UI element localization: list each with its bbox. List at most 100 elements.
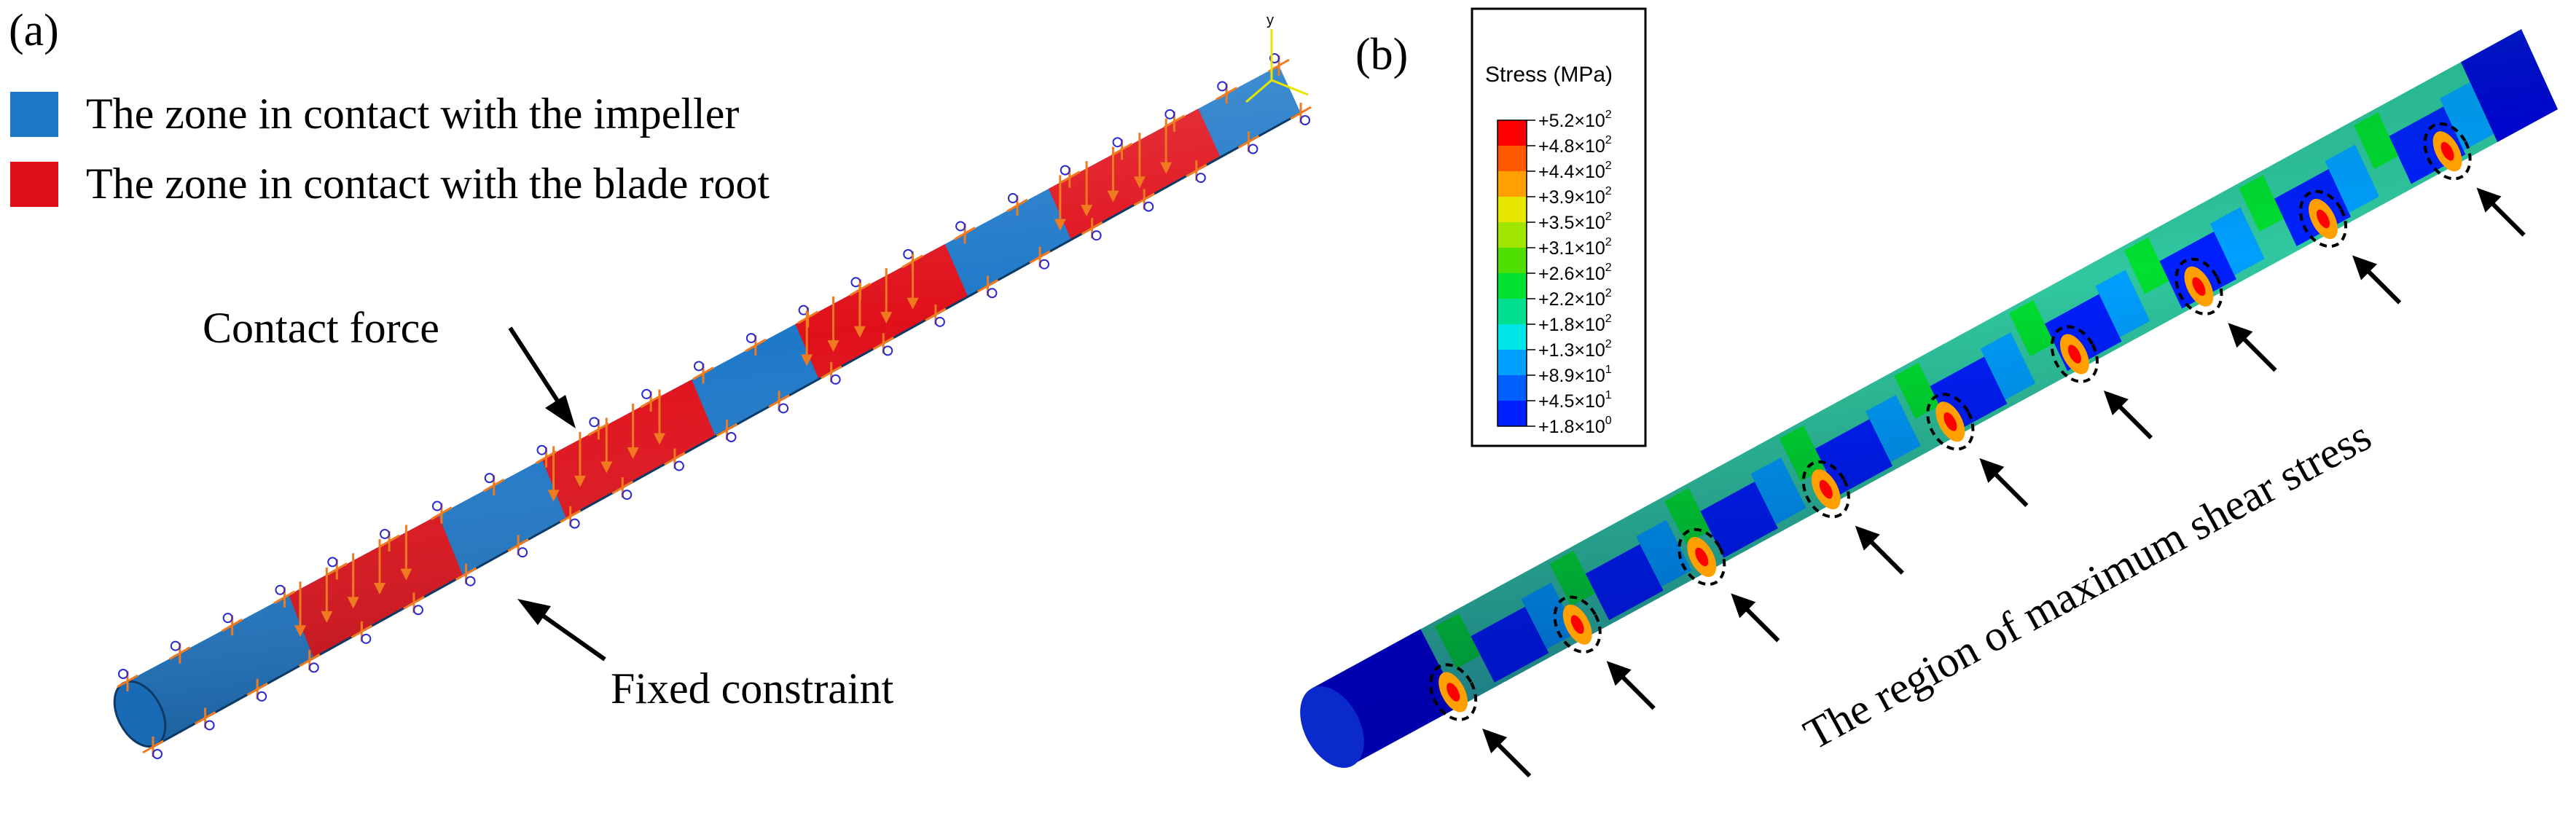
constraint-symbol [1111,137,1133,160]
contact-force-arrowhead-small [853,326,866,338]
hotspot [2050,325,2099,383]
colorbar-tick-exponent: 2 [1605,313,1612,325]
contact-force-arrowhead-small [374,582,386,595]
colorbar-tick-label: +3.9×102 [1538,185,1612,208]
contact-force-arrowhead-small [347,597,359,609]
shear-arrowhead [1855,525,1880,551]
constraint-symbol [1081,218,1103,241]
shear-arrowhead [1606,661,1632,686]
shaft-model-b [1300,29,2558,778]
colorbar-tick-label: +1.8×100 [1538,415,1612,437]
shaft-model-a: y [113,12,1312,759]
constraint-symbol [745,333,767,356]
colorbar-segment [1498,299,1527,325]
constraint-symbol [820,361,842,385]
constraint-symbol [326,557,348,580]
constraint-symbol [1133,189,1155,212]
contact-force-arrowhead-small [827,340,839,353]
constraint-symbol [431,501,453,524]
max-stress-arrows [1482,187,2526,778]
colorbar-tick-exponent: 1 [1605,389,1612,401]
constraint-symbol [1215,81,1237,104]
hotspot [1677,527,1726,586]
shear-arrowhead [2476,187,2502,213]
constraint-symbol [1058,165,1081,188]
contact-force-arrowhead-small [1160,162,1172,174]
contact-force-arrowhead-small [400,568,412,581]
legend-text-impeller: The zone in contact with the impeller [86,90,739,138]
fixed-constraint-symbols [117,53,1312,759]
constraint-symbol [403,592,425,616]
colorbar-tick-label: +4.8×102 [1538,134,1612,157]
triad-x-axis [1271,79,1309,96]
contact-force-arrowhead-small [573,475,586,487]
colorbar-segment [1498,401,1527,427]
colorbar-segment [1498,273,1527,299]
colorbar-tick-exponent: 0 [1605,415,1612,427]
constraint-symbol [194,707,216,731]
constraint-symbol [1186,160,1207,184]
legend-swatch-blade-root [10,162,58,207]
constraint-symbol [351,621,373,644]
constraint-symbol [1006,193,1028,216]
contact-force-arrowhead-small [321,611,333,623]
constraint-symbol [169,640,191,664]
shear-arrowhead [2103,391,2129,416]
panel-a: (a) The zone in contact with the impelle… [9,6,1312,759]
contact-force-arrowhead-small [801,354,813,366]
constraint-symbol [246,678,268,702]
stress-colorbar: +5.2×102+4.8×102+4.4×102+3.9×102+3.5×102… [1497,109,1612,437]
stress-legend: Stress (MPa) +5.2×102+4.8×102+4.4×102+3.… [1471,7,1647,447]
coordinate-triad: y [1245,12,1309,103]
contact-force-arrows [294,118,1172,637]
legend-swatch-impeller [10,92,58,137]
colorbar-tick-label: +3.5×102 [1538,211,1612,233]
constraint-symbol [482,473,505,496]
colorbar-tick-label: +1.3×102 [1538,338,1612,361]
colorbar-tick-label: +1.8×102 [1538,313,1612,335]
hotspot [1429,663,1478,721]
constraint-symbol [1290,103,1312,125]
contact-force-arrowhead-small [294,625,306,637]
colorbar-tick-exponent: 2 [1605,338,1612,350]
constraint-symbol [117,669,138,691]
shear-arrowhead [1731,593,1756,619]
colorbar-segment [1498,248,1527,274]
colorbar-tick-label: +4.5×101 [1538,389,1612,412]
contact-force-label: Contact force [203,304,439,352]
constraint-symbol [640,388,662,412]
max-stress-hotspots [1429,122,2472,721]
constraint-symbol [611,477,634,501]
hotspot [2298,189,2348,248]
colorbar-segment [1498,324,1527,350]
contact-force-arrowhead-small [1054,219,1066,231]
constraint-symbol [1163,109,1186,132]
panel-b-label: (b) [1355,30,1408,79]
constraint-symbol [221,613,243,636]
contact-force-arrowhead [545,395,576,428]
colorbar-tick-label: +3.1×102 [1538,236,1612,259]
fixed-constraint-pointer [541,613,606,662]
hotspot [1926,393,1975,451]
shear-arrowhead [1979,458,2005,483]
stress-shaft-end-face [1300,686,1364,768]
colorbar-tick-exponent: 2 [1605,236,1612,248]
fixed-constraint-arrowhead [517,599,551,625]
colorbar-segment [1498,146,1527,172]
panel-a-label: (a) [9,6,59,55]
constraint-symbol [716,420,738,442]
panel-b: (b) Stress (MPa) +5.2×102+4.8×102+4.4×10… [1300,7,2558,778]
triad-z-axis [1245,79,1272,103]
constraint-symbol [768,391,790,414]
contact-force-arrowhead-small [653,433,665,445]
shaft-shading [128,66,1301,747]
shear-arrowhead [1482,729,1508,754]
shear-arrowhead [2228,323,2253,348]
constraint-symbol [587,417,610,440]
hotspot [2423,122,2472,181]
colorbar-segment [1498,171,1527,197]
annotation-contact-force: Contact force [203,304,576,428]
contact-force-arrowhead-small [627,447,639,460]
legend-a: The zone in contact with the impeller Th… [10,90,770,208]
contact-force-arrowhead-small [600,461,613,474]
